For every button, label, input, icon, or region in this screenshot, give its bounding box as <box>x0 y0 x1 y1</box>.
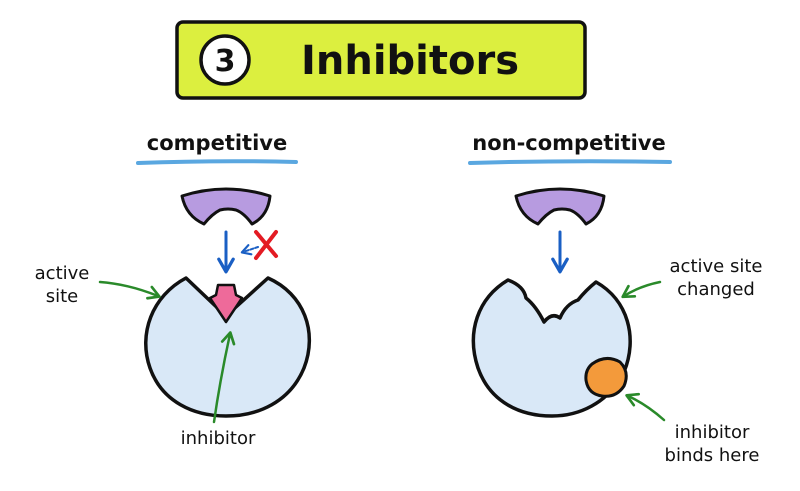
title-banner: 3 Inhibitors <box>175 20 587 100</box>
title-banner-box <box>175 20 587 100</box>
page-title: Inhibitors <box>301 38 519 84</box>
inhibitor-binds-label-line2: binds here <box>665 445 760 466</box>
inhibitor-label: inhibitor <box>181 428 256 449</box>
inhibitor-binds-label-line1: inhibitor <box>675 422 750 443</box>
active-site-changed-label-line2: changed <box>677 279 755 300</box>
non-competitive-inhibitor-shape <box>584 357 628 398</box>
substrate-shape <box>180 187 272 226</box>
competitive-panel: competitive active site inhibitor <box>35 131 312 449</box>
competitive-heading-underline <box>136 159 298 165</box>
active-site-changed-arrow-icon <box>621 280 662 299</box>
inhibitor-arrow-icon <box>212 331 236 424</box>
inhibitor-binds-arrow-icon <box>625 392 666 422</box>
active-site-arrow-icon <box>98 280 161 300</box>
title-number: 3 <box>215 44 236 79</box>
competitive-heading: competitive <box>147 131 287 155</box>
title-number-badge <box>199 34 251 86</box>
active-site-label-line1: active <box>35 263 90 284</box>
non-competitive-panel: non-competitive active site changed inhi… <box>468 131 763 466</box>
non-competitive-heading-underline <box>468 159 672 165</box>
blocked-arrow-icon <box>240 244 259 256</box>
competitive-inhibitor-shape <box>208 283 244 324</box>
active-site-label-line2: site <box>46 286 79 307</box>
non-competitive-heading: non-competitive <box>472 131 665 155</box>
active-site-changed-label-line1: active site <box>670 256 763 277</box>
substrate-shape-2 <box>514 187 606 226</box>
cross-icon <box>254 230 278 260</box>
